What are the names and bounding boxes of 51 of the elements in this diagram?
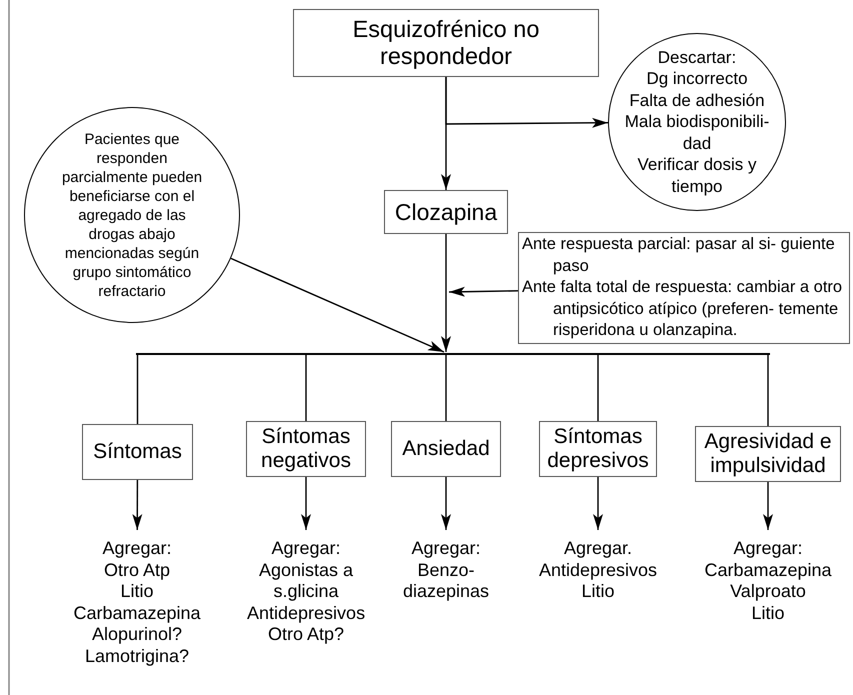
arrow [301,477,311,530]
node-text: Síntomas depresivos [546,424,650,474]
arrow [441,477,451,530]
node-text: Falta de adhesión [629,90,765,112]
drug-text: Agregar: [102,538,172,560]
drug-text: Antidepresivos [247,602,365,624]
drug-text: Agonistas a s.glicina [258,560,354,602]
node-text: Síntomas [93,440,182,464]
drug-text: Lamotrigina? [84,646,190,667]
node-text: Ansiedad [402,436,490,462]
category-box [246,421,366,477]
arrow [763,482,773,530]
category-box [82,424,193,480]
node-text: Esquizofrénico no respondedor [352,16,540,70]
arrow [132,480,142,530]
arrow [230,258,444,353]
drug-text: Carbamazepina [73,602,201,624]
node-text: Ante respuesta parcial: pasar al si- guiente paso [522,234,836,276]
drug-text: Antidepresivos [538,560,658,581]
process-box [293,9,599,77]
drug-text: Alopurinol? [92,624,182,646]
arrow [445,77,608,128]
arrow [448,286,518,297]
note-box [518,232,850,344]
drug-text: Valproato [730,581,806,602]
drug-text: Agregar. [564,538,632,560]
category-box [539,421,657,477]
drug-text: Litio [751,602,785,624]
drug-text: Agregar: [271,538,341,560]
node-text: Verificar dosis y tiempo [636,154,758,198]
node-text: Pacientes que responden parcialmente pueden beneficiarse con el agregado de las drogas abajo mencionadas según grupo sintomático refractario [60,130,204,300]
arrow [441,234,451,352]
drug-text: Carbamazepina [704,560,832,581]
node-text: Mala biodisponibili- dad [624,111,770,154]
drug-text: Otro Atp? [268,624,344,646]
drug-text: Agregar: [411,538,481,560]
process-box [384,190,508,234]
node-text: Síntomas negativos [260,424,352,474]
drug-text: Litio [581,581,615,602]
arrow [593,477,603,530]
node-text: Agresividad e impulsividad [703,430,833,478]
category-box [391,421,501,477]
drug-text: Otro Atp [104,560,170,581]
node-text: Clozapina [394,198,498,226]
node-text: Dg incorrecto [646,68,748,90]
category-box [695,426,841,482]
drug-text: Benzo- diazepinas [402,560,490,602]
drug-text: Litio [120,581,154,602]
drug-text: Agregar: [733,538,803,560]
node-text: Descartar: [658,46,736,68]
node-text: Ante falta total de respuesta: cambiar a otro antipsicótico atípico (preferen- temente risperidona u olanzapina. [522,277,844,341]
